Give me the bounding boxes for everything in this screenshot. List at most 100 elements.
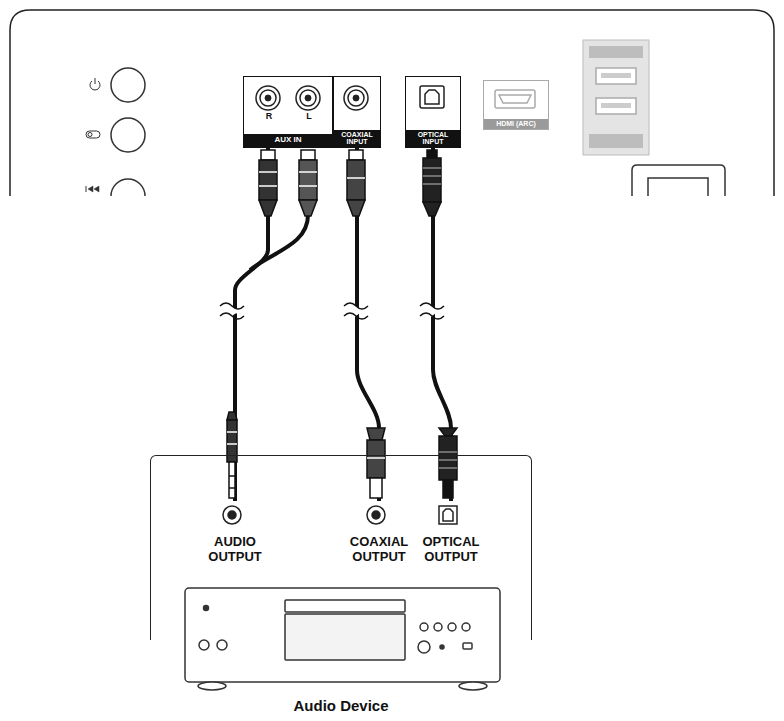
input-panel: OPTICAL INPUT xyxy=(405,76,461,148)
hdmi-port-part xyxy=(499,95,531,103)
cable-break-part xyxy=(344,303,368,309)
coaxial-plug-part xyxy=(370,478,382,498)
panel-buttons-part xyxy=(88,186,99,192)
output-port: AUDIO OUTPUT xyxy=(199,501,271,586)
back-panel xyxy=(10,10,774,196)
mini-jack-plug-part xyxy=(227,443,237,445)
port-label: AUDIO OUTPUT xyxy=(199,501,271,565)
rca-plug-part xyxy=(259,200,277,216)
output-jacks-part xyxy=(372,511,380,519)
rca-jacks-part xyxy=(344,86,368,110)
output-jacks-part xyxy=(443,509,453,521)
panel-buttons-part xyxy=(86,186,87,192)
network-port xyxy=(632,165,725,196)
output-jacks xyxy=(223,506,457,524)
coaxial-plug-part xyxy=(349,150,363,160)
rca-jacks-part xyxy=(300,90,316,106)
optical-jack-part xyxy=(425,90,439,104)
cd-player-part xyxy=(459,682,487,690)
port-label: COAXIAL INPUT xyxy=(334,130,380,147)
rca-jacks-part xyxy=(348,90,364,106)
mini-jack-plug-part xyxy=(227,431,237,433)
usb-panel-part xyxy=(589,46,643,58)
cd-player-part xyxy=(463,643,472,649)
cd-player-part xyxy=(185,588,500,682)
rca-plug-part xyxy=(301,150,315,160)
output-jacks-part xyxy=(228,511,236,519)
panel-buttons-part xyxy=(111,118,145,152)
cd-player-part xyxy=(440,645,444,649)
coaxial-plug-part xyxy=(347,160,365,200)
input-panel-disabled: HDMI (ARC) xyxy=(483,80,549,130)
hdmi-port-part xyxy=(495,90,535,108)
cable-break-part xyxy=(420,313,444,319)
optical-plug-part xyxy=(423,167,441,169)
rca-plug-part xyxy=(259,171,277,173)
cd-player-part xyxy=(204,606,209,611)
mini-jack-plug-part xyxy=(227,412,237,420)
device-caption: Audio Device xyxy=(151,697,531,714)
usb-panel-part xyxy=(596,98,636,114)
optical-plug-part xyxy=(423,202,441,216)
optical-plug xyxy=(423,150,457,498)
coaxial-plug-part xyxy=(367,457,385,459)
coaxial-plug-part xyxy=(367,440,385,478)
cd-player-part xyxy=(285,600,405,612)
network-port-part xyxy=(648,178,708,196)
optical-jack-part xyxy=(420,86,444,108)
channel-label: L xyxy=(303,111,315,121)
port-label: OPTICAL OUTPUT xyxy=(415,501,487,565)
coaxial-plug xyxy=(347,150,385,498)
rca-plug-part xyxy=(299,171,317,173)
network-port-part xyxy=(632,165,725,196)
cd-player-part xyxy=(285,614,405,660)
port-label: COAXIAL OUTPUT xyxy=(343,501,415,565)
rca-jacks-part xyxy=(296,86,320,110)
usb-panel-part xyxy=(589,134,643,148)
cable-break-part xyxy=(220,303,244,309)
optical-plug-part xyxy=(439,428,457,436)
panel-buttons-part xyxy=(86,131,100,138)
rca-plug-part xyxy=(261,150,275,160)
panel-buttons xyxy=(86,68,145,196)
rca-plug-part xyxy=(250,215,308,270)
rca-jacks-part xyxy=(256,86,280,110)
cd-player-part xyxy=(448,623,456,631)
panel-buttons-part xyxy=(111,68,145,102)
rca-jacks xyxy=(256,86,368,110)
cable-break-part xyxy=(420,303,444,319)
input-panel: COAXIAL INPUT xyxy=(333,76,381,148)
cable-break xyxy=(220,303,444,319)
mini-jack-plug-part xyxy=(229,487,235,489)
panel-buttons-part xyxy=(111,179,145,196)
usb-panel xyxy=(583,40,649,155)
optical-plug-part xyxy=(423,158,441,202)
usb-panel-part xyxy=(601,73,631,78)
output-jacks-part xyxy=(223,506,241,524)
port-label: HDMI (ARC) xyxy=(484,119,548,129)
usb-panel-part xyxy=(583,40,649,155)
cable-break-part xyxy=(344,303,368,319)
rca-plug-part xyxy=(259,160,277,200)
rca-plug-part xyxy=(299,200,317,216)
cable-break-part xyxy=(420,303,444,309)
output-port: COAXIAL OUTPUT xyxy=(343,501,415,586)
rca-jacks-part xyxy=(265,95,271,101)
coaxial-plug-part xyxy=(367,428,385,440)
input-panel: RLAUX IN xyxy=(243,76,333,148)
optical-plug-part xyxy=(443,480,453,498)
cd-player-part xyxy=(420,623,428,631)
panel-buttons-part xyxy=(88,133,92,137)
optical-plug-part xyxy=(439,451,457,453)
cable-break-part xyxy=(220,313,244,319)
rca-jacks-part xyxy=(353,95,359,101)
optical-plug-part xyxy=(439,467,457,469)
cd-player-part xyxy=(434,623,442,631)
port-label: AUX IN xyxy=(244,134,332,147)
cd-player-part xyxy=(199,640,209,650)
rca-plug-part xyxy=(259,185,277,187)
device-housing: Audio DeviceAUDIO OUTPUTCOAXIAL OUTPUTOP… xyxy=(150,455,532,640)
mini-jack-plug-part xyxy=(229,462,235,498)
